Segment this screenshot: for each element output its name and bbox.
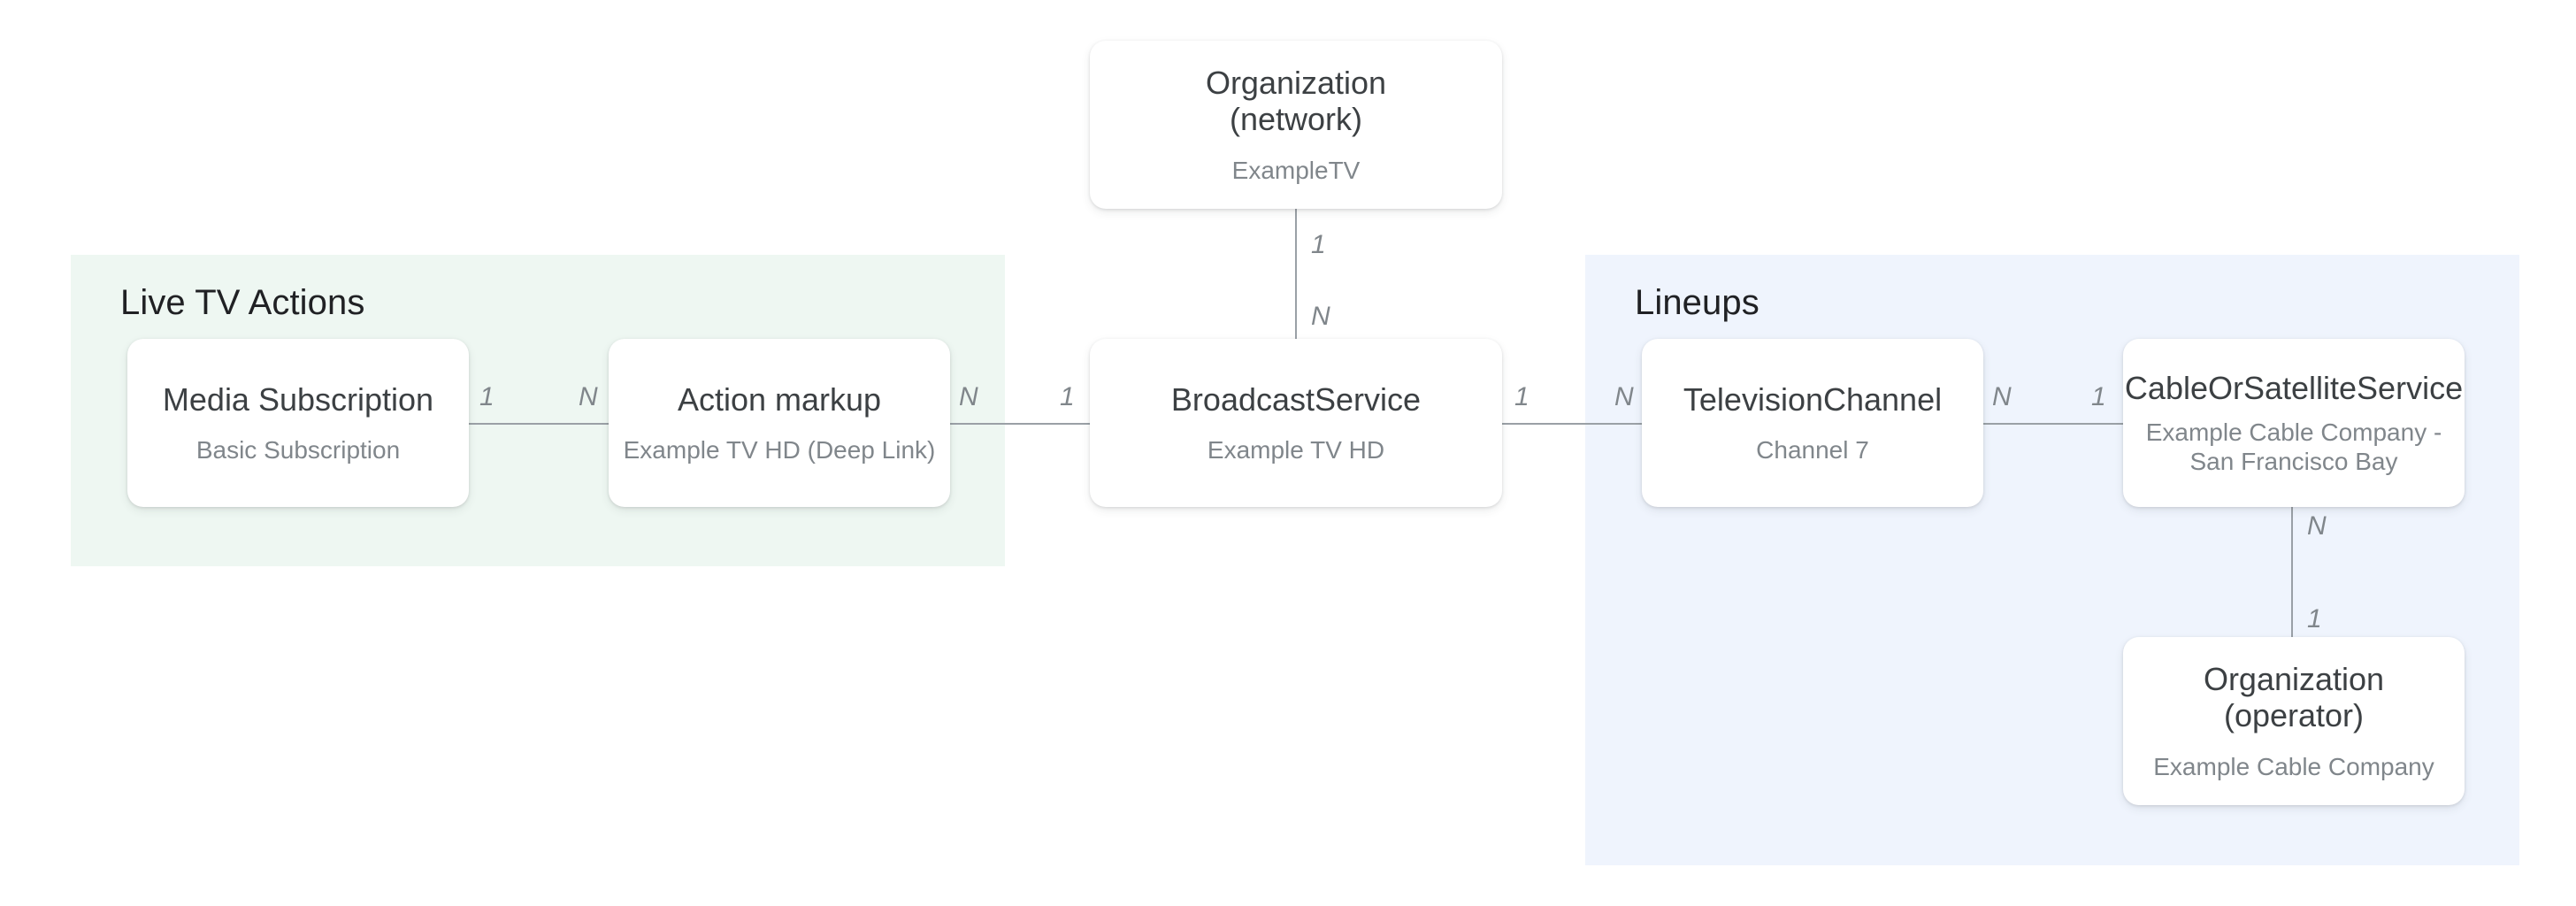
edge-label-channel-cable-to: 1 — [2091, 382, 2106, 411]
node-subtitle-television-channel: Channel 7 — [1756, 436, 1869, 465]
edge-label-org-network-broadcast-to: N — [1311, 302, 1330, 331]
group-title-live-tv-actions: Live TV Actions — [120, 283, 365, 322]
edge-label-media-action-from: 1 — [479, 382, 494, 411]
node-card-broadcast-service[interactable]: BroadcastService Example TV HD — [1090, 339, 1502, 507]
node-title-organization-operator: Organization (operator) — [2203, 661, 2385, 734]
node-title-media-subscription: Media Subscription — [162, 380, 434, 418]
edge-action-markup-to-broadcast-service — [948, 423, 1090, 425]
edge-label-cable-operator-to: 1 — [2307, 604, 2322, 633]
node-subtitle-cable-or-satellite-service: Example Cable Company - San Francisco Ba… — [2145, 418, 2442, 475]
node-subtitle-action-markup: Example TV HD (Deep Link) — [623, 436, 936, 465]
node-card-organization-operator[interactable]: Organization (operator) Example Cable Co… — [2123, 637, 2465, 805]
node-card-action-markup[interactable]: Action markup Example TV HD (Deep Link) — [609, 339, 950, 507]
node-title-cable-or-satellite-service: CableOrSatelliteService — [2124, 370, 2464, 407]
edge-organization-network-to-broadcast-service — [1295, 209, 1297, 340]
node-title-broadcast-service: BroadcastService — [1170, 380, 1422, 418]
node-card-cable-or-satellite-service[interactable]: CableOrSatelliteService Example Cable Co… — [2123, 339, 2465, 507]
edge-label-broadcast-channel-to: N — [1614, 382, 1634, 411]
node-title-organization-network: Organization (network) — [1205, 65, 1387, 138]
node-title-television-channel: TelevisionChannel — [1683, 380, 1943, 418]
node-title-action-markup: Action markup — [677, 380, 882, 418]
node-subtitle-media-subscription: Basic Subscription — [196, 436, 401, 465]
edge-label-channel-cable-from: N — [1992, 382, 2012, 411]
edge-cable-or-satellite-service-to-organization-operator — [2291, 504, 2293, 639]
edge-label-org-network-broadcast-from: 1 — [1311, 230, 1326, 259]
edge-media-subscription-to-action-markup — [467, 423, 609, 425]
edge-television-channel-to-cable-or-satellite-service — [1982, 423, 2127, 425]
edge-label-cable-operator-from: N — [2307, 511, 2327, 541]
edge-label-action-broadcast-from: N — [959, 382, 978, 411]
group-title-lineups: Lineups — [1635, 283, 1760, 322]
node-subtitle-organization-network: ExampleTV — [1231, 156, 1361, 184]
edge-label-broadcast-channel-from: 1 — [1514, 382, 1530, 411]
node-card-organization-network[interactable]: Organization (network) ExampleTV — [1090, 41, 1502, 209]
node-subtitle-organization-operator: Example Cable Company — [2153, 752, 2434, 780]
edge-label-media-action-to: N — [579, 382, 598, 411]
node-card-television-channel[interactable]: TelevisionChannel Channel 7 — [1642, 339, 1983, 507]
edge-broadcast-service-to-television-channel — [1500, 423, 1642, 425]
node-subtitle-broadcast-service: Example TV HD — [1207, 436, 1385, 465]
node-card-media-subscription[interactable]: Media Subscription Basic Subscription — [127, 339, 469, 507]
edge-label-action-broadcast-to: 1 — [1060, 382, 1075, 411]
